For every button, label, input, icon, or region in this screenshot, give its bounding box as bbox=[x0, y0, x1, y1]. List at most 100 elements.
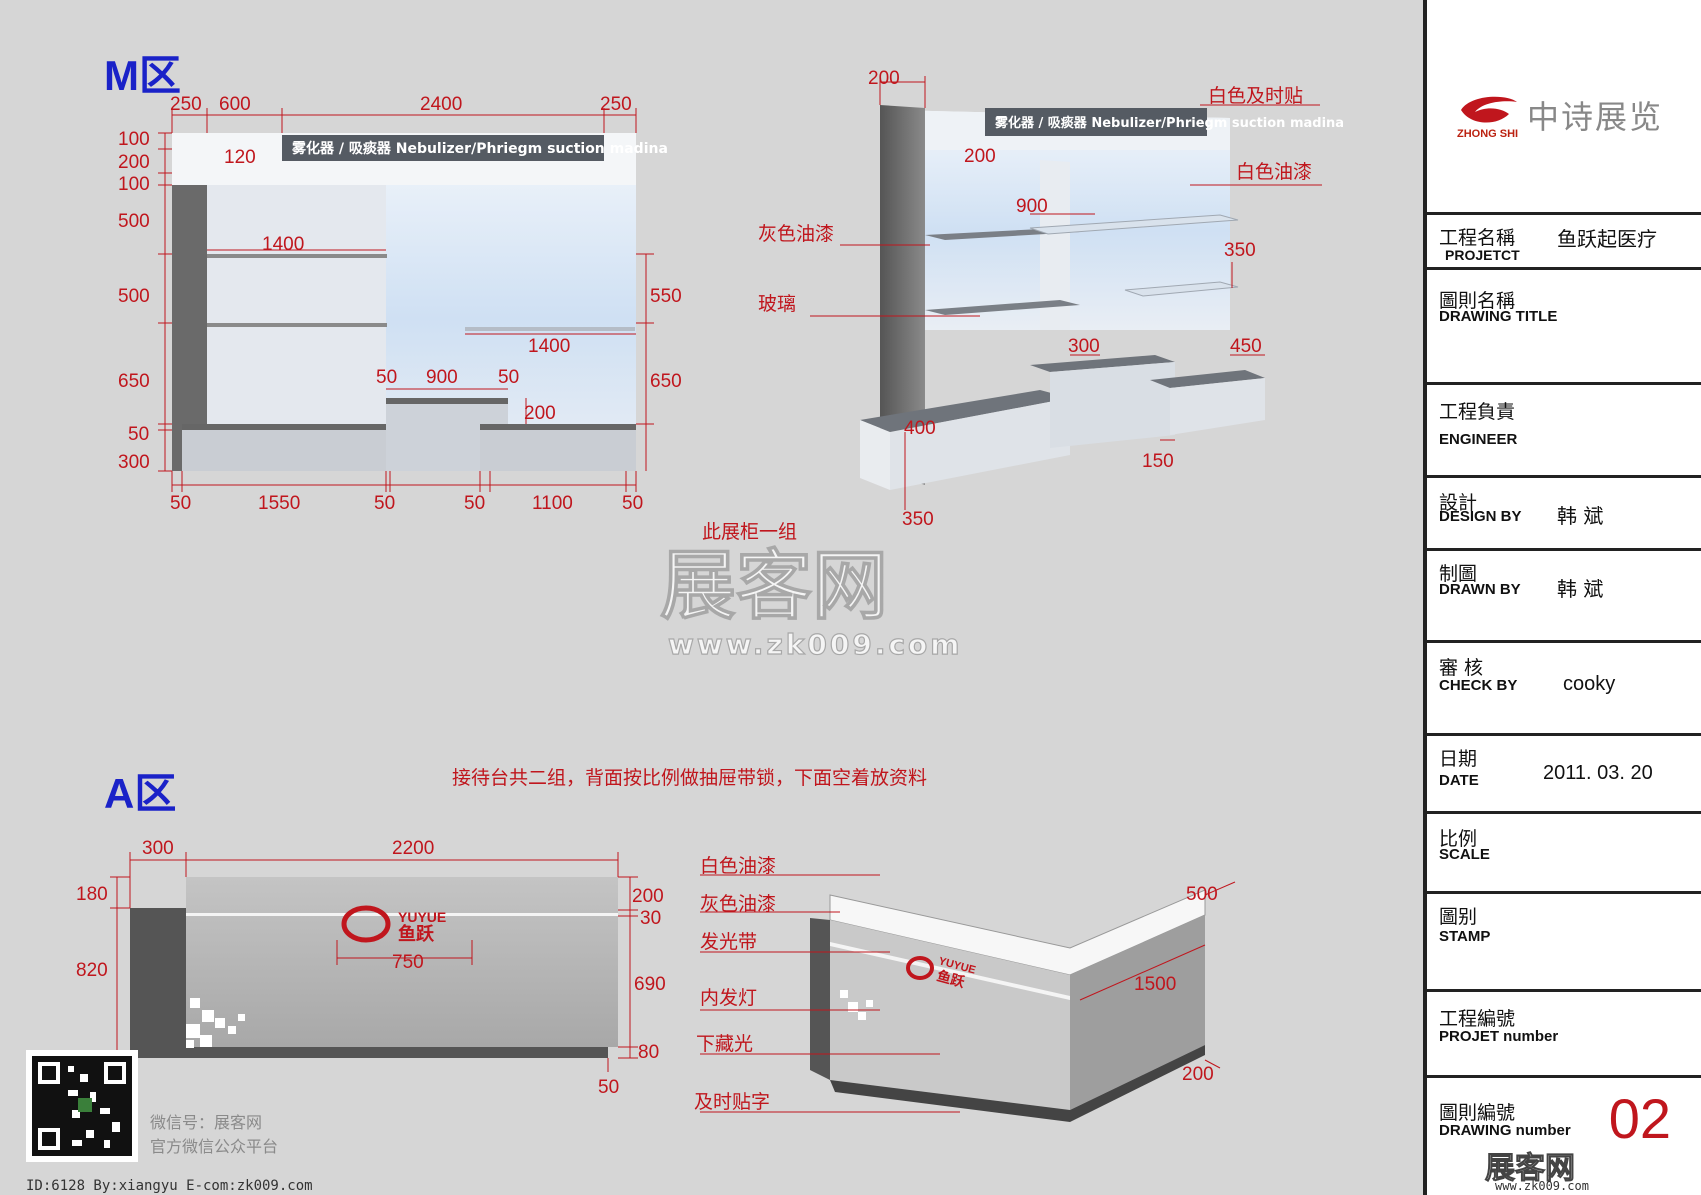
svg-text:80: 80 bbox=[638, 1042, 659, 1063]
m-iso-view: 雾化器 / 吸痰器 Nebulizer/Phriegm suction madi… bbox=[758, 68, 1344, 530]
company-name: 中诗展览 bbox=[1527, 98, 1664, 136]
svg-text:900: 900 bbox=[426, 367, 458, 388]
company-logo-icon bbox=[1461, 96, 1517, 123]
svg-text:50: 50 bbox=[374, 493, 395, 514]
svg-text:灰色油漆: 灰色油漆 bbox=[758, 223, 834, 245]
svg-text:300: 300 bbox=[142, 838, 174, 859]
a-iso-front bbox=[830, 920, 1070, 1110]
svg-text:650: 650 bbox=[650, 371, 682, 392]
drawing-canvas: M区 A区 雾化器 / 吸痰器 Nebulizer/Phriegm suctio… bbox=[26, 52, 1344, 1194]
wechat-line-1: 微信号：展客网 bbox=[150, 1113, 262, 1132]
a-iso-labels: 白色油漆 灰色油漆 发光带 内发灯 下藏光 及时贴字 bbox=[694, 855, 776, 1113]
drawing-area: M区 A区 雾化器 / 吸痰器 Nebulizer/Phriegm suctio… bbox=[26, 0, 1425, 1195]
svg-text:450: 450 bbox=[1230, 336, 1262, 357]
svg-text:玻璃: 玻璃 bbox=[758, 293, 796, 315]
m-iso-dims: 200 200 900 350 300 450 400 150 350 bbox=[868, 68, 1262, 530]
a-front-panel bbox=[186, 877, 618, 1047]
svg-text:200: 200 bbox=[964, 146, 996, 167]
title-block: 中诗展览 ZHONG SHI 工程名稱 PROJETCT 鱼跃起医疗 圖則名稱 … bbox=[1425, 0, 1701, 1195]
svg-text:200: 200 bbox=[868, 68, 900, 89]
tb-drawing-number: 圖則編號 DRAWING number 02 展客网 www.zk009.com bbox=[1439, 1087, 1671, 1193]
svg-text:1400: 1400 bbox=[262, 234, 304, 255]
m-front-sign-text: 雾化器 / 吸痰器 Nebulizer/Phriegm suction madi… bbox=[291, 140, 668, 157]
tb-drawing-title: 圖則名稱 DRAWING TITLE bbox=[1427, 270, 1701, 385]
svg-text:120: 120 bbox=[224, 147, 256, 168]
m-note: 此展柜一组 bbox=[702, 521, 797, 543]
m-front-shelf-1 bbox=[207, 254, 387, 258]
m-front-left-bay bbox=[172, 185, 386, 471]
svg-text:300: 300 bbox=[1068, 336, 1100, 357]
a-front-view: YUYUE 鱼跃 bbox=[76, 838, 666, 1098]
svg-text:350: 350 bbox=[902, 509, 934, 530]
svg-text:白色油漆: 白色油漆 bbox=[1236, 161, 1312, 183]
svg-text:150: 150 bbox=[1142, 451, 1174, 472]
m-front-right-dims: 550 650 bbox=[650, 286, 682, 392]
a-iso-logo-cn: 鱼跃 bbox=[935, 967, 967, 991]
svg-text:50: 50 bbox=[464, 493, 485, 514]
design-value: 韩 斌 bbox=[1557, 504, 1604, 528]
a-front-logo-en: YUYUE bbox=[398, 909, 446, 925]
a-front-plinth bbox=[186, 1047, 608, 1058]
m-iso-base-top-1 bbox=[860, 390, 1070, 432]
wechat-line-2: 官方微信公众平台 bbox=[150, 1137, 278, 1156]
m-front-glass-shelf bbox=[465, 327, 635, 331]
svg-text:200: 200 bbox=[632, 886, 664, 907]
svg-text:1500: 1500 bbox=[1134, 974, 1176, 995]
svg-text:350: 350 bbox=[1224, 240, 1256, 261]
svg-text:500: 500 bbox=[118, 211, 150, 232]
svg-text:690: 690 bbox=[634, 974, 666, 995]
footer-id: ID:6128 By:xiangyu E-com:zk009.com bbox=[26, 1178, 313, 1194]
svg-text:400: 400 bbox=[904, 418, 936, 439]
m-iso-sign-text: 雾化器 / 吸痰器 Nebulizer/Phriegm suction madi… bbox=[994, 115, 1344, 131]
m-front-bottom-dims: 50 1550 50 50 1100 50 bbox=[170, 493, 643, 514]
m-iso-shelf-2 bbox=[925, 300, 1080, 315]
company-logo-row: 中诗展览 ZHONG SHI bbox=[1427, 0, 1701, 215]
svg-text:50: 50 bbox=[498, 367, 519, 388]
titleblock-watermark-url: www.zk009.com bbox=[1495, 1179, 1589, 1193]
a-note: 接待台共二组，背面按比例做抽屉带锁，下面空着放资料 bbox=[452, 767, 927, 789]
svg-text:200: 200 bbox=[524, 403, 556, 424]
svg-text:100: 100 bbox=[118, 174, 150, 195]
a-front-side bbox=[130, 908, 186, 1058]
qr-code bbox=[26, 1050, 138, 1162]
svg-text:500: 500 bbox=[118, 286, 150, 307]
tb-engineer: 工程負責 ENGINEER bbox=[1427, 385, 1701, 478]
svg-text:900: 900 bbox=[1016, 196, 1048, 217]
tb-design: 設計 DESIGN BY 韩 斌 bbox=[1427, 478, 1701, 551]
svg-text:650: 650 bbox=[118, 371, 150, 392]
a-front-light-strip bbox=[186, 913, 618, 916]
zone-m-label: M区 bbox=[104, 52, 181, 99]
svg-text:750: 750 bbox=[392, 952, 424, 973]
svg-text:2200: 2200 bbox=[392, 838, 434, 859]
svg-text:200: 200 bbox=[1182, 1064, 1214, 1085]
watermark-url: www.zk009.com bbox=[668, 628, 962, 661]
tb-project-number: 工程編號 PROJET number bbox=[1427, 992, 1701, 1078]
a-front-dims: 300 2200 180 820 200 30 690 80 50 750 bbox=[76, 838, 666, 1098]
svg-text:500: 500 bbox=[1186, 884, 1218, 905]
check-value: cooky bbox=[1563, 673, 1616, 695]
svg-text:50: 50 bbox=[376, 367, 397, 388]
drawn-value: 韩 斌 bbox=[1557, 577, 1604, 601]
m-front-left-dims: 100 200 100 500 500 650 50 300 bbox=[118, 129, 150, 473]
m-front-base-1 bbox=[182, 424, 390, 471]
svg-text:50: 50 bbox=[598, 1077, 619, 1098]
a-front-logo-cn: 鱼跃 bbox=[398, 923, 435, 945]
zone-a-label: A区 bbox=[104, 770, 176, 817]
svg-text:50: 50 bbox=[128, 424, 149, 445]
svg-text:820: 820 bbox=[76, 960, 108, 981]
tb-drawn: 制圖 DRAWN BY 韩 斌 bbox=[1427, 551, 1701, 643]
svg-text:180: 180 bbox=[76, 884, 108, 905]
svg-text:白色及时贴: 白色及时贴 bbox=[1208, 85, 1303, 107]
tb-date: 日期 DATE 2011. 03. 20 bbox=[1427, 736, 1701, 814]
svg-text:50: 50 bbox=[622, 493, 643, 514]
project-value: 鱼跃起医疗 bbox=[1557, 227, 1657, 251]
company-name-en: ZHONG SHI bbox=[1457, 128, 1519, 140]
m-iso-grey-post bbox=[880, 105, 925, 485]
a-iso-light-strip bbox=[830, 942, 1070, 1000]
tb-stamp: 圖别 STAMP bbox=[1427, 894, 1701, 992]
m-front-top-dims: 250 600 2400 250 bbox=[170, 94, 632, 115]
svg-text:250: 250 bbox=[170, 94, 202, 115]
svg-text:灰色油漆: 灰色油漆 bbox=[700, 893, 776, 915]
m-iso-glass-shelf-1 bbox=[1029, 214, 1239, 235]
tb-project: 工程名稱 PROJETCT 鱼跃起医疗 bbox=[1427, 215, 1701, 270]
